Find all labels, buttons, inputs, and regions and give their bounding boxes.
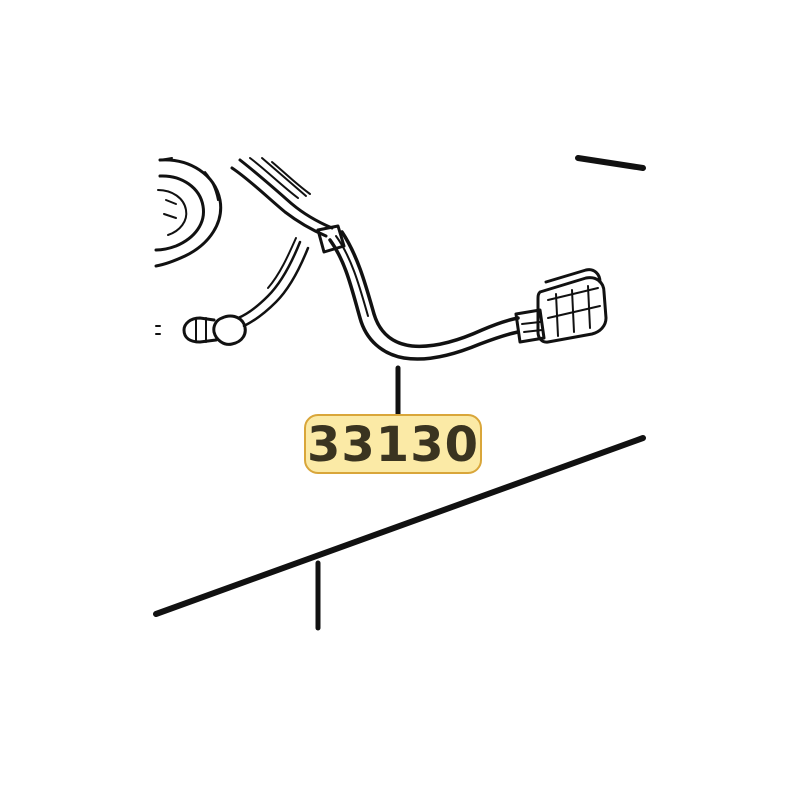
- connector-coupler: [514, 268, 608, 344]
- wire-bundle: [230, 157, 346, 254]
- gauge-housing: [154, 157, 223, 268]
- wiring-harness: [328, 230, 520, 361]
- part-number: 33130: [307, 417, 479, 473]
- part-number-callout: 33130: [304, 414, 482, 474]
- bulb-socket-branch: [155, 237, 310, 346]
- panel-outline: [153, 155, 646, 631]
- lower-panel-edge: [153, 435, 646, 617]
- top-panel-edge: [575, 155, 646, 171]
